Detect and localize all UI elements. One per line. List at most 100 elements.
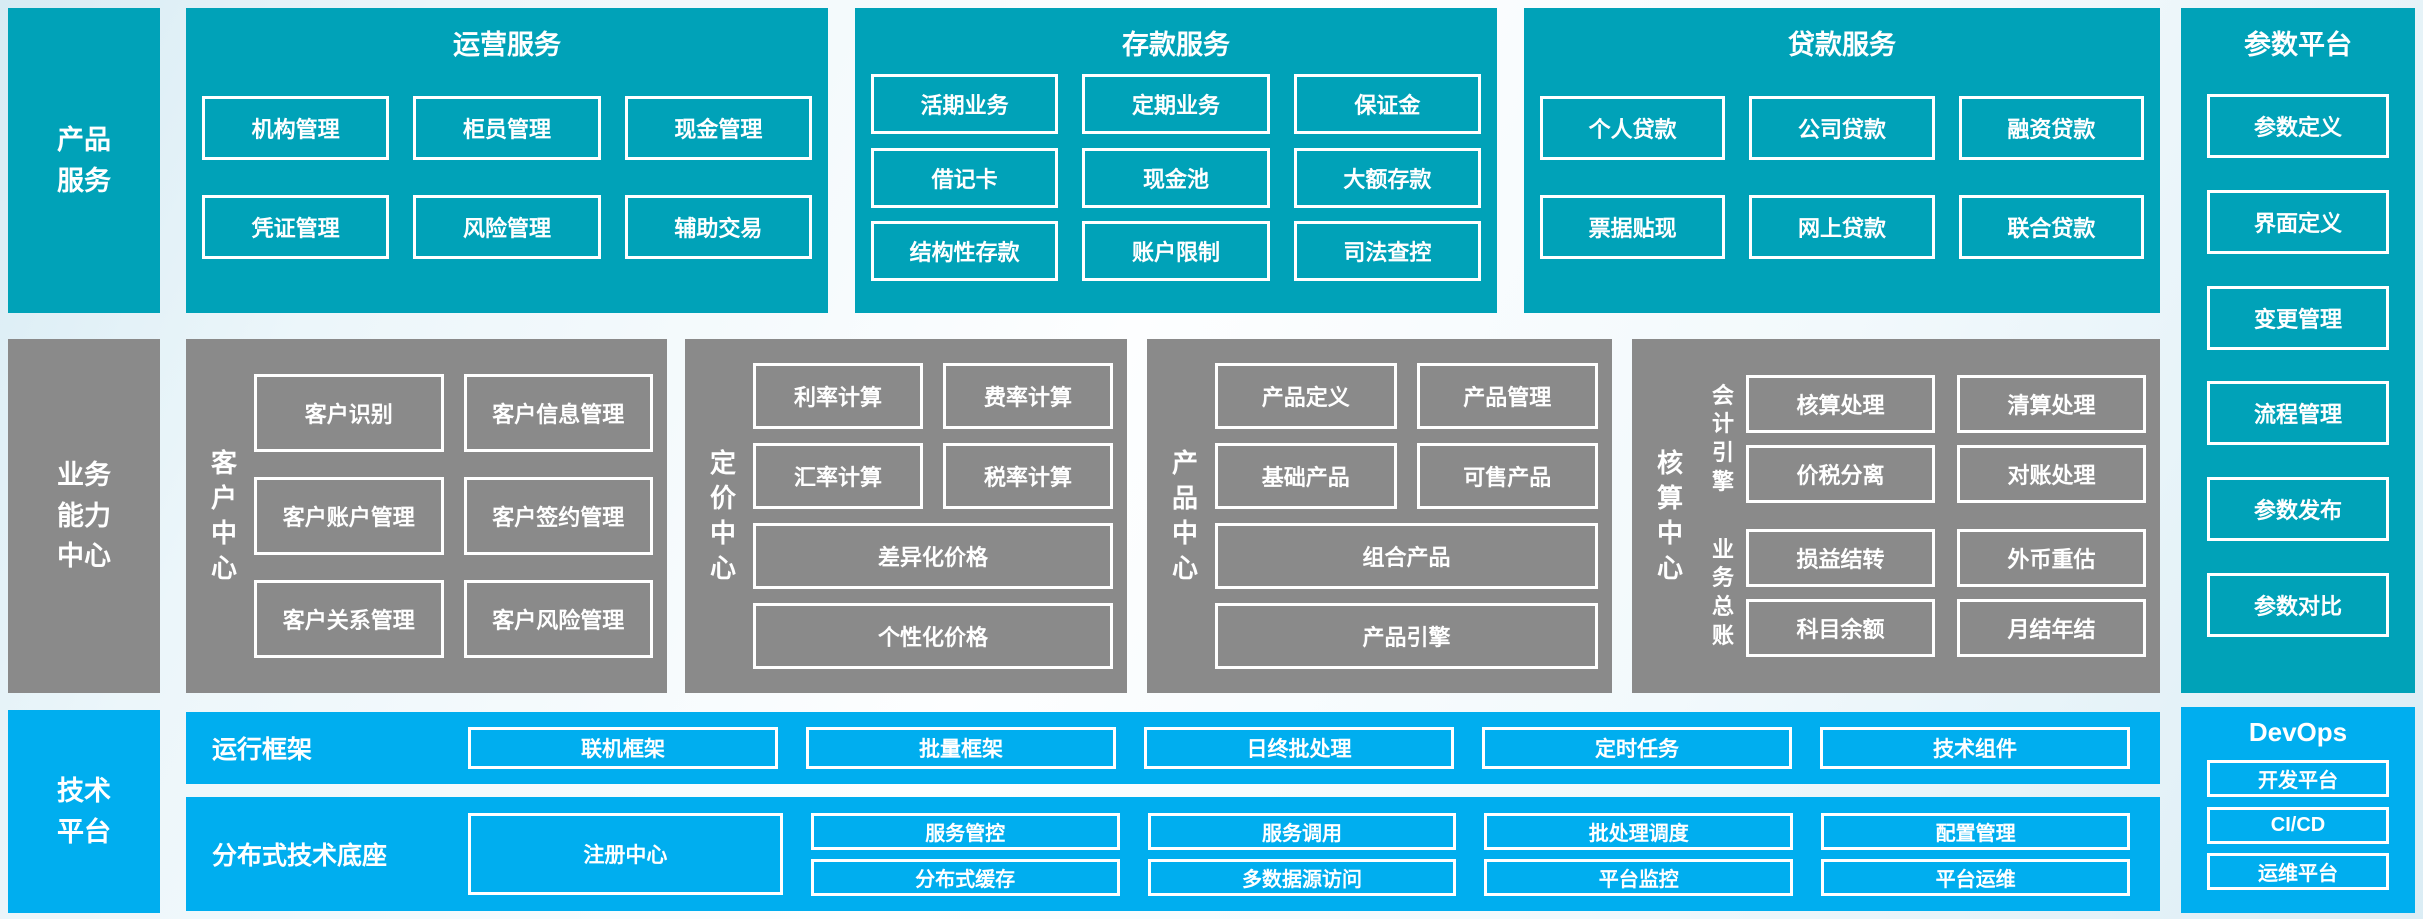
- product-row: 产品定义 产品管理: [1215, 363, 1598, 429]
- parameter-platform-title: 参数平台: [2244, 30, 2352, 60]
- operations-box: 辅助交易: [624, 195, 812, 260]
- pricing-row: 汇率计算 税率计算: [753, 443, 1113, 509]
- operations-row: 凭证管理 风险管理 辅助交易: [202, 195, 812, 260]
- accounting-center-label: 核算中心: [1640, 349, 1700, 683]
- pricing-center-label-text: 定价中心: [709, 447, 736, 584]
- deposit-box: 活期业务: [871, 73, 1059, 134]
- parameter-box: 流程管理: [2207, 381, 2389, 446]
- customer-box: 客户识别: [254, 374, 444, 452]
- customer-box: 客户签约管理: [463, 477, 653, 555]
- devops-box: 运维平台: [2207, 852, 2389, 890]
- product-box: 产品引擎: [1215, 603, 1598, 669]
- operations-box: 柜员管理: [413, 95, 601, 160]
- product-box: 产品管理: [1416, 363, 1598, 429]
- panel-distributed-tech-base: 分布式技术底座 注册中心 服务管控 分布式缓存 服务调用 多数据源访问 批处理调…: [186, 797, 2160, 911]
- deposit-box: 结构性存款: [871, 221, 1059, 282]
- accounting-box: 外币重估: [1957, 529, 2146, 587]
- pricing-wide-row: 差异化价格: [753, 523, 1113, 589]
- distributed-box: 平台运维: [1821, 858, 2130, 896]
- product-box: 基础产品: [1215, 443, 1397, 509]
- product-box: 组合产品: [1215, 523, 1598, 589]
- distributed-box: 多数据源访问: [1147, 858, 1457, 896]
- runtime-box: 定时任务: [1482, 727, 1792, 769]
- product-box: 可售产品: [1416, 443, 1598, 509]
- pricing-box: 税率计算: [943, 443, 1113, 509]
- loan-box: 融资贷款: [1958, 95, 2144, 160]
- customer-center-label-text: 客户中心: [210, 447, 237, 584]
- deposit-box: 借记卡: [871, 147, 1059, 208]
- loan-grid: 个人贷款 公司贷款 融资贷款 票据贴现 网上贷款 联合贷款: [1524, 56, 2160, 313]
- parameter-box: 参数发布: [2207, 477, 2389, 542]
- business-ledger-label-text: 业务总账: [1711, 536, 1734, 648]
- rail-product-services: 产品服务: [8, 8, 160, 313]
- distributed-box: 批处理调度: [1484, 812, 1794, 850]
- devops-title: DevOps: [2248, 717, 2348, 747]
- operations-box: 现金管理: [624, 95, 812, 160]
- panel-devops: DevOps 开发平台 CI/CD 运维平台: [2181, 707, 2415, 913]
- accounting-box: 科目余额: [1746, 599, 1935, 657]
- parameter-box: 界面定义: [2207, 189, 2389, 254]
- devops-box: CI/CD: [2207, 806, 2389, 844]
- parameter-box: 参数定义: [2207, 93, 2389, 158]
- distributed-box: 配置管理: [1821, 812, 2130, 850]
- distributed-box: 分布式缓存: [810, 858, 1120, 896]
- distributed-box: 服务调用: [1147, 812, 1457, 850]
- panel-operations-services: 运营服务 机构管理 柜员管理 现金管理 凭证管理 风险管理 辅助交易: [186, 8, 828, 313]
- accounting-groups: 会计引擎 核算处理 清算处理 价税分离 对账处理 业务总账 损益结转 外币重估 …: [1700, 349, 2146, 683]
- customer-center-grid: 客户识别 客户信息管理 客户账户管理 客户签约管理 客户关系管理 客户风险管理: [254, 349, 653, 683]
- parameter-platform-stack: 参数定义 界面定义 变更管理 流程管理 参数发布 参数对比: [2181, 56, 2415, 693]
- deposit-grid: 活期业务 定期业务 保证金 借记卡 现金池 大额存款 结构性存款 账户限制 司法…: [855, 56, 1497, 313]
- accounting-box: 月结年结: [1957, 599, 2146, 657]
- business-ledger-label: 业务总账: [1700, 536, 1746, 650]
- deposit-title: 存款服务: [1122, 30, 1230, 60]
- deposit-row: 结构性存款 账户限制 司法查控: [871, 221, 1481, 282]
- pricing-row: 利率计算 费率计算: [753, 363, 1113, 429]
- rail-business-capability-center: 业务能力中心: [8, 339, 160, 693]
- business-ledger-group: 业务总账 损益结转 外币重估 科目余额 月结年结: [1700, 529, 2146, 657]
- panel-customer-center: 客户中心 客户识别 客户信息管理 客户账户管理 客户签约管理 客户关系管理 客户…: [186, 339, 667, 693]
- customer-box: 客户信息管理: [463, 374, 653, 452]
- operations-grid: 机构管理 柜员管理 现金管理 凭证管理 风险管理 辅助交易: [186, 56, 828, 313]
- product-center-label: 产品中心: [1155, 349, 1215, 683]
- loan-row: 票据贴现 网上贷款 联合贷款: [1540, 195, 2144, 260]
- pricing-box: 利率计算: [753, 363, 923, 429]
- rail-tech-platform: 技术平台: [8, 710, 160, 913]
- rail-business-capability-label: 业务能力中心: [57, 460, 111, 572]
- rail-product-services-label: 产品服务: [57, 125, 111, 196]
- distributed-column: 服务调用 多数据源访问: [1147, 812, 1457, 896]
- loan-box: 票据贴现: [1540, 195, 1726, 260]
- product-wide-row: 组合产品: [1215, 523, 1598, 589]
- customer-row: 客户账户管理 客户签约管理: [254, 477, 653, 555]
- operations-box: 机构管理: [202, 95, 390, 160]
- loan-box: 网上贷款: [1749, 195, 1935, 260]
- panel-accounting-center: 核算中心 会计引擎 核算处理 清算处理 价税分离 对账处理 业务总账 损益结转 …: [1632, 339, 2160, 693]
- deposit-box: 账户限制: [1082, 221, 1270, 282]
- rail-tech-platform-label: 技术平台: [57, 776, 111, 847]
- pricing-box: 费率计算: [943, 363, 1113, 429]
- operations-box: 风险管理: [413, 195, 601, 260]
- pricing-wide-row: 个性化价格: [753, 603, 1113, 669]
- product-wide-row: 产品引擎: [1215, 603, 1598, 669]
- accounting-engine-label-text: 会计引擎: [1711, 382, 1734, 494]
- runtime-box: 批量框架: [806, 727, 1116, 769]
- panel-runtime-framework: 运行框架 联机框架 批量框架 日终批处理 定时任务 技术组件: [186, 712, 2160, 784]
- accounting-engine-grid: 核算处理 清算处理 价税分离 对账处理: [1746, 375, 2146, 503]
- pricing-box: 个性化价格: [753, 603, 1113, 669]
- product-box: 产品定义: [1215, 363, 1397, 429]
- distributed-box: 平台监控: [1484, 858, 1794, 896]
- product-row: 基础产品 可售产品: [1215, 443, 1598, 509]
- pricing-center-label: 定价中心: [693, 349, 753, 683]
- runtime-box: 日终批处理: [1144, 727, 1454, 769]
- loan-box: 个人贷款: [1540, 95, 1726, 160]
- deposit-box: 司法查控: [1293, 221, 1481, 282]
- loan-box: 公司贷款: [1749, 95, 1935, 160]
- panel-pricing-center: 定价中心 利率计算 费率计算 汇率计算 税率计算 差异化价格 个性化价格: [685, 339, 1127, 693]
- accounting-engine-label: 会计引擎: [1700, 382, 1746, 496]
- operations-title: 运营服务: [453, 30, 561, 60]
- product-center-grid: 产品定义 产品管理 基础产品 可售产品 组合产品 产品引擎: [1215, 349, 1598, 683]
- loan-row: 个人贷款 公司贷款 融资贷款: [1540, 95, 2144, 160]
- panel-loan-services: 贷款服务 个人贷款 公司贷款 融资贷款 票据贴现 网上贷款 联合贷款: [1524, 8, 2160, 313]
- accounting-box: 核算处理: [1746, 375, 1935, 433]
- deposit-box: 现金池: [1082, 147, 1270, 208]
